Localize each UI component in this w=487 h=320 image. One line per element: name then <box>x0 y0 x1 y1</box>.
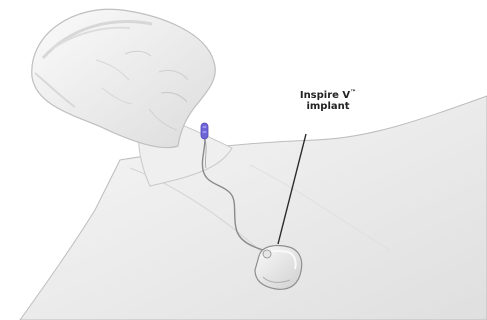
implant-label: Inspire V™ implant <box>287 90 369 112</box>
neurostimulator-implant-icon <box>255 246 302 290</box>
head-shape <box>32 9 216 147</box>
implant-label-main: Inspire V <box>300 90 350 101</box>
electrode-icon <box>201 123 208 139</box>
implant-label-line-1: Inspire V™ <box>287 90 369 101</box>
implant-label-line-2: implant <box>287 101 369 112</box>
torso-shape <box>20 96 487 320</box>
implant-label-trademark: ™ <box>350 89 356 96</box>
